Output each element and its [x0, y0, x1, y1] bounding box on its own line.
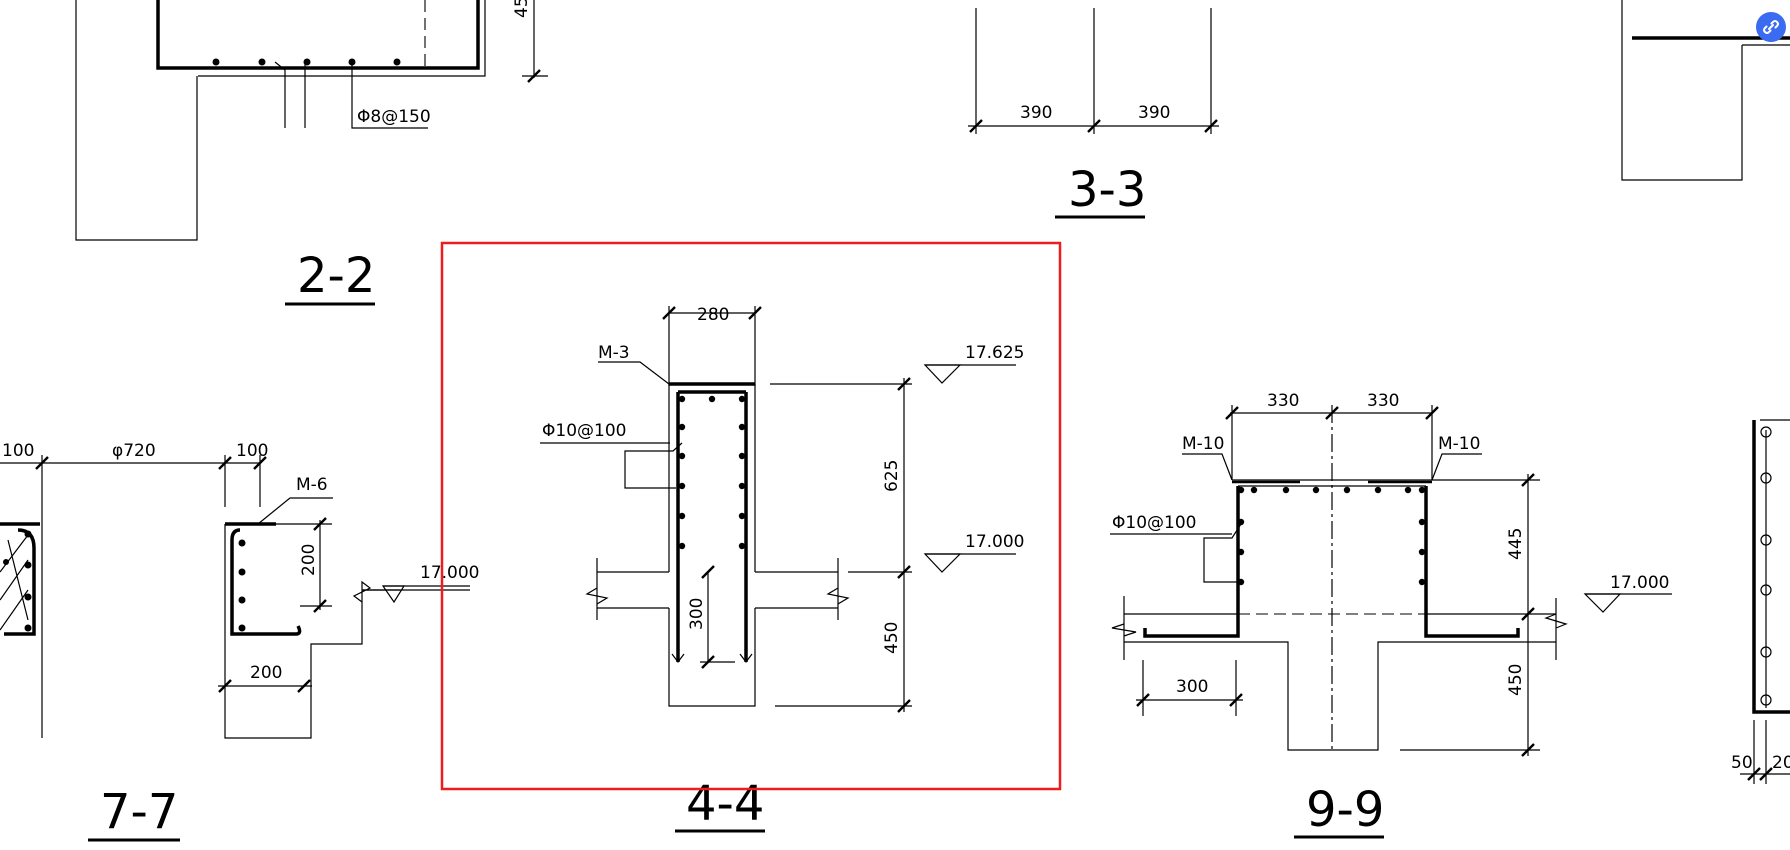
plate-9-9-right: M-10: [1438, 434, 1480, 454]
section-2-2: Φ8@150 450 2-2: [75, 0, 548, 306]
dim-2-2-450: 450: [512, 0, 532, 18]
dim-7-7-v: 200: [299, 544, 319, 576]
plate-7-7: M-6: [296, 475, 328, 495]
section-title-4-4: 4-4: [686, 776, 764, 832]
section-title-9-9: 9-9: [1306, 782, 1384, 838]
elev-4-4-bottom: 17.000: [965, 532, 1024, 552]
detail-right-edge: 50 20: [1731, 419, 1790, 784]
dim-4-4-depth: 300: [687, 598, 707, 630]
dim-9-9-width: 300: [1176, 677, 1208, 697]
section-title-3-3: 3-3: [1068, 162, 1146, 218]
rebar-label-4-4: Φ10@100: [542, 421, 626, 441]
dim-4-4-lower: 450: [882, 622, 902, 654]
section-3-3: 390 390 3-3: [968, 8, 1219, 219]
dim-edge-a: 50: [1731, 753, 1753, 773]
dim-3-3-a: 390: [1020, 103, 1052, 123]
elev-9-9: 17.000: [1610, 573, 1669, 593]
rebar-label-9-9: Φ10@100: [1112, 513, 1196, 533]
dim-9-9-b: 330: [1367, 391, 1399, 411]
link-icon: [1763, 20, 1779, 34]
section-title-2-2: 2-2: [297, 248, 375, 304]
elev-4-4-top: 17.625: [965, 343, 1024, 363]
dim-7-7-dia: φ720: [112, 441, 156, 461]
dim-4-4-width: 280: [697, 305, 729, 325]
dim-3-3-b: 390: [1138, 103, 1170, 123]
link-badge[interactable]: [1756, 12, 1786, 42]
section-9-9: 330 330 M-10 M-10: [1110, 391, 1672, 839]
dim-9-9-lower: 450: [1506, 664, 1526, 696]
rebar-dots-9-9: [1237, 486, 1426, 586]
rebar-label-2-2: Φ8@150: [357, 107, 431, 127]
dim-7-7-b: 100: [236, 441, 268, 461]
plate-9-9-left: M-10: [1182, 434, 1224, 454]
selection-highlight[interactable]: [440, 241, 1062, 791]
section-title-7-7: 7-7: [100, 784, 178, 840]
section-4-4: 280 M-3 Φ10@100: [540, 305, 1024, 833]
dim-9-9-a: 330: [1267, 391, 1299, 411]
plate-4-4: M-3: [598, 343, 630, 363]
rebar-dots-4-4: [678, 395, 746, 550]
rebar-dots-2-2: [212, 58, 401, 66]
dim-edge-b: 20: [1772, 753, 1790, 773]
elev-7-7: 17.000: [420, 563, 479, 583]
dim-7-7-h: 200: [250, 663, 282, 683]
section-7-7: 100 φ720 100 M-6 200 200: [0, 441, 479, 842]
dim-9-9-upper: 445: [1506, 528, 1526, 560]
dim-7-7-a: 100: [2, 441, 34, 461]
dim-4-4-upper: 625: [882, 460, 902, 492]
